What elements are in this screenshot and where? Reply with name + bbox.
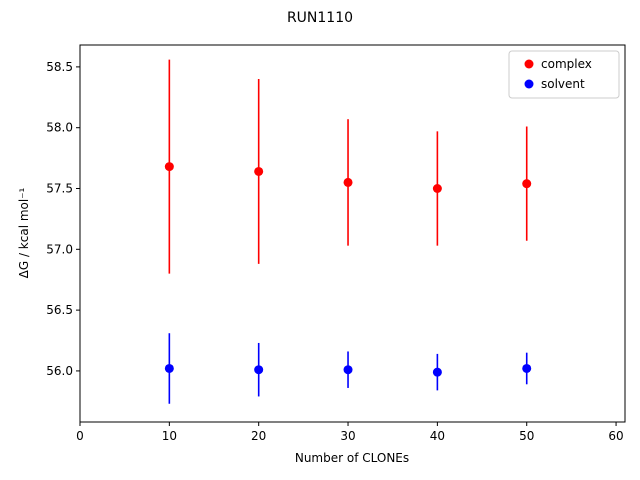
series-solvent [164,333,532,404]
plot-area [164,59,532,404]
legend: complex solvent [508,50,620,99]
y-tick-label: 56.0 [46,364,73,378]
series-complex [164,59,532,274]
legend-label-complex: complex [541,57,592,71]
legend-label-solvent: solvent [541,77,585,91]
y-tick-label: 58.0 [46,121,73,135]
axes-frame [79,44,626,423]
x-tick-label: 30 [340,429,355,443]
solvent-point [522,363,532,373]
complex-point [254,166,264,176]
legend-box [508,50,620,99]
solvent-point [432,367,442,377]
y-tick-label: 57.0 [46,242,73,256]
complex-point [343,177,353,187]
y-tick-label: 56.5 [46,303,73,317]
solvent-point [164,363,174,373]
y-tick-label: 57.5 [46,182,73,196]
y-axis-label: ΔG / kcal mol⁻¹ [17,187,31,278]
legend-marker-complex [524,59,534,69]
x-axis-label: Number of CLONEs [295,451,409,465]
x-tick-label: 0 [76,429,84,443]
chart-title: RUN1110 [287,10,353,26]
y-axis-ticks: 56.0 56.5 57.0 57.5 58.0 58.5 [46,60,80,378]
x-tick-label: 50 [519,429,534,443]
solvent-point [343,365,353,375]
solvent-point [254,365,264,375]
complex-point [432,184,442,194]
x-tick-label: 20 [251,429,266,443]
complex-point [522,179,532,189]
y-tick-label: 58.5 [46,60,73,74]
x-axis-ticks: 0 10 20 30 40 50 60 [76,422,624,443]
x-tick-label: 60 [608,429,623,443]
x-tick-label: 40 [430,429,445,443]
x-tick-label: 10 [162,429,177,443]
complex-point [164,162,174,172]
legend-marker-solvent [524,79,534,89]
